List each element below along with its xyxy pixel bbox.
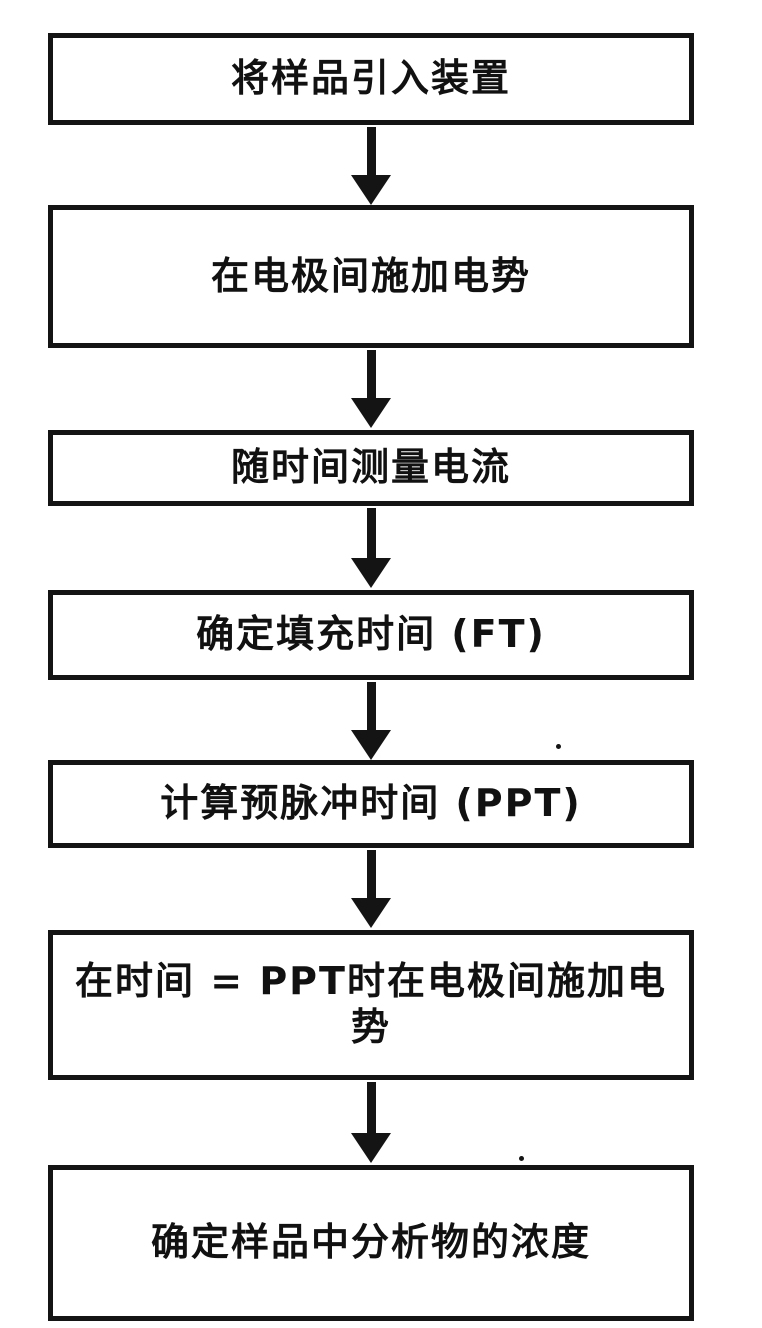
arrow-head bbox=[351, 1133, 391, 1163]
arrow-stem bbox=[366, 850, 376, 898]
arrow-down-icon bbox=[48, 682, 694, 760]
flow-step-label: 在电极间施加电势 bbox=[210, 253, 531, 298]
flow-step-label: 确定填充时间 (FT) bbox=[196, 612, 546, 657]
arrow-stem bbox=[366, 1082, 376, 1133]
flow-step-label: 计算预脉冲时间 (PPT) bbox=[160, 781, 582, 826]
arrow-stem bbox=[366, 127, 376, 175]
flow-step-introduce-sample: 将样品引入装置 bbox=[48, 33, 694, 125]
flow-step-apply-potential: 在电极间施加电势 bbox=[48, 205, 694, 348]
flow-step-label: 将样品引入装置 bbox=[230, 56, 511, 101]
arrow-down-icon bbox=[48, 850, 694, 928]
arrow-head bbox=[351, 398, 391, 428]
arrow-down-icon bbox=[48, 127, 694, 205]
flow-step-apply-potential-at-ppt: 在时间 = PPT时在电极间施加电势 bbox=[48, 930, 694, 1080]
arrow-down-icon bbox=[48, 508, 694, 588]
flow-step-determine-fill-time: 确定填充时间 (FT) bbox=[48, 590, 694, 680]
arrow-head bbox=[351, 175, 391, 205]
flow-step-label: 确定样品中分析物的浓度 bbox=[150, 1220, 591, 1265]
arrow-head bbox=[351, 730, 391, 760]
flow-step-calculate-prepulse-time: 计算预脉冲时间 (PPT) bbox=[48, 760, 694, 848]
arrow-stem bbox=[366, 508, 376, 558]
scan-artifact-dot bbox=[556, 744, 561, 749]
flow-step-label: 在时间 = PPT时在电极间施加电势 bbox=[75, 959, 667, 1049]
flow-step-measure-current: 随时间测量电流 bbox=[48, 430, 694, 506]
scan-artifact-dot bbox=[519, 1156, 524, 1161]
arrow-down-icon bbox=[48, 350, 694, 428]
arrow-stem bbox=[366, 682, 376, 730]
arrow-head bbox=[351, 898, 391, 928]
arrow-stem bbox=[366, 350, 376, 398]
arrow-head bbox=[351, 558, 391, 588]
flow-step-determine-analyte-concentration: 确定样品中分析物的浓度 bbox=[48, 1165, 694, 1321]
flow-step-label: 随时间测量电流 bbox=[230, 445, 511, 490]
arrow-down-icon bbox=[48, 1082, 694, 1163]
